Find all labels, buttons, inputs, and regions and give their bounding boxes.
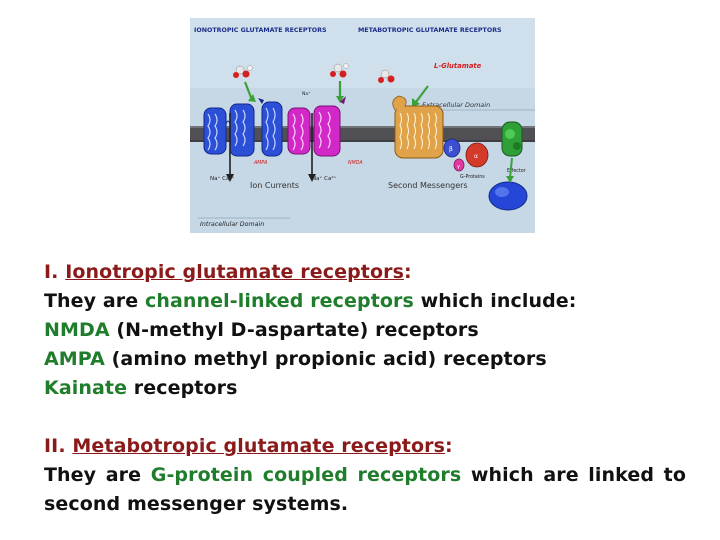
na-ion-label-top: Na⁺ — [302, 91, 311, 97]
ion-label-right: Na⁺ Ca²⁺ — [312, 175, 337, 182]
glutamate-molecule-1 — [233, 65, 253, 78]
ion-label-left: Na⁺ Ca²⁺ — [210, 175, 235, 182]
receptor-description-text: I. Ionotropic glutamate receptors: They … — [44, 258, 689, 519]
section1-intro-highlight: channel-linked receptors — [144, 290, 414, 312]
glutamate-molecule-3 — [378, 69, 395, 83]
ampa-tag: AMPA — [253, 160, 267, 166]
section2-intro-pre: They are — [44, 464, 151, 486]
glutamate-receptor-diagram: IONOTROPIC GLUTAMATE RECEPTORS METABOTRO… — [190, 18, 535, 233]
section1-title: Ionotropic glutamate receptors — [65, 261, 404, 283]
nmda-tag: NMDA — [348, 160, 363, 166]
binding-arrowhead-mglur — [412, 98, 420, 107]
receptor-item-desc: (amino methyl propionic acid) receptors — [104, 348, 547, 370]
g-protein-alpha — [465, 142, 489, 168]
g-protein-gamma — [453, 158, 465, 172]
ion-currents-label: Ion Currents — [250, 181, 299, 190]
section2-numeral: II. — [44, 435, 66, 457]
receptor-item-desc: (N-methyl D-aspartate) receptors — [109, 319, 479, 341]
ampa-receptor-2 — [258, 98, 283, 157]
alpha-label: α — [474, 153, 478, 160]
section2-intro-post: which are linked to second messenger sys… — [44, 464, 686, 515]
beta-label: β — [449, 146, 453, 153]
gamma-label: γ — [457, 164, 460, 170]
receptor-item-nmda: NMDA (N-methyl D-aspartate) receptors — [44, 316, 689, 345]
l-glutamate-label: L-Glutamate — [434, 62, 482, 70]
intracellular-domain-label: Intracellular Domain — [200, 220, 264, 228]
section1-intro: They are channel-linked receptors which … — [44, 287, 689, 316]
header-metabotropic: METABOTROPIC GLUTAMATE RECEPTORS — [358, 27, 502, 34]
receptor-item-kainate: Kainate receptors — [44, 374, 689, 403]
section1-intro-post: which include: — [413, 290, 577, 312]
ampa-receptor — [203, 103, 255, 157]
second-messenger-highlight — [495, 187, 509, 197]
receptor-item-name: AMPA — [44, 348, 105, 370]
g-protein-beta — [443, 138, 461, 158]
receptor-item-ampa: AMPA (amino methyl propionic acid) recep… — [44, 345, 689, 374]
extracellular-domain-label: Extracellular Domain — [422, 101, 490, 109]
section1-numeral: I. — [44, 261, 59, 283]
diagram-canvas: IONOTROPIC GLUTAMATE RECEPTORS METABOTRO… — [190, 18, 535, 233]
ion-flow-arrowhead-ampa — [226, 174, 234, 182]
glutamate-molecule-2 — [330, 63, 349, 78]
second-messenger-blob — [488, 181, 528, 211]
receptor-item-name: NMDA — [44, 319, 110, 341]
header-ionotropic: IONOTROPIC GLUTAMATE RECEPTORS — [194, 27, 327, 34]
section-spacer — [44, 403, 689, 432]
second-messengers-label: Second Messengers — [388, 181, 468, 190]
section2-title: Metabotropic glutamate receptors — [72, 435, 446, 457]
metabotropic-receptor — [392, 95, 444, 159]
section1-heading: I. Ionotropic glutamate receptors: — [44, 258, 689, 287]
section2-heading: II. Metabotropic glutamate receptors: — [44, 432, 689, 461]
receptor-item-name: Kainate — [44, 377, 128, 399]
ion-flow-arrowhead-nmda — [308, 174, 316, 182]
binding-arrowhead-nmda — [336, 96, 344, 103]
section2-intro: They are G-protein coupled receptors whi… — [44, 461, 686, 519]
section1-intro-pre: They are — [44, 290, 145, 312]
binding-arrow-mglur — [415, 85, 429, 103]
receptor-item-desc: receptors — [127, 377, 238, 399]
g-proteins-label: G-Proteins — [460, 174, 485, 180]
section1-colon: : — [403, 261, 412, 283]
binding-arrow-ampa — [243, 81, 254, 101]
effector-enzyme — [501, 121, 523, 157]
effector-arrow — [509, 157, 513, 179]
section2-intro-highlight: G-protein coupled receptors — [150, 464, 462, 486]
section2-colon: : — [445, 435, 453, 457]
effector-label: Effector — [507, 168, 526, 174]
effector-arrowhead — [506, 176, 514, 183]
nmda-receptor — [287, 96, 346, 157]
binding-arrowhead-ampa — [248, 94, 256, 102]
